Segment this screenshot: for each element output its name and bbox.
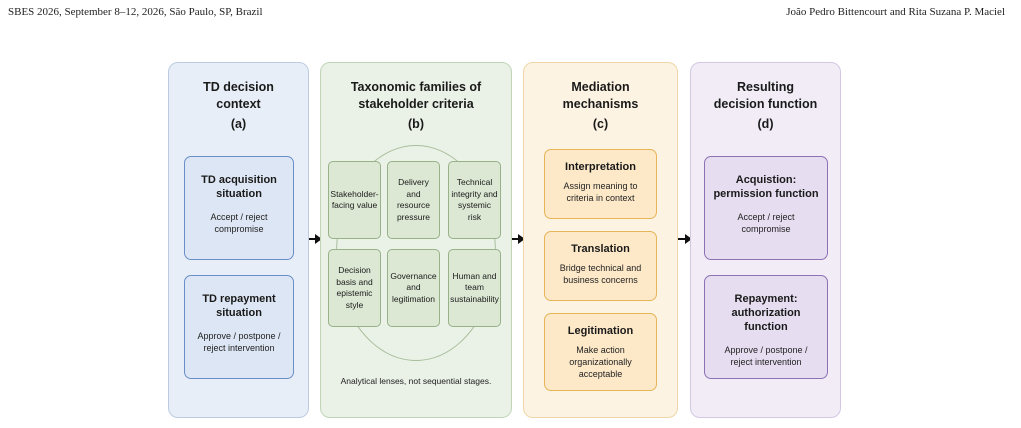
running-header-venue: SBES 2026, September 8–12, 2026, São Pau… bbox=[8, 6, 263, 18]
mechanism-legitimation: Legitimation Make action organizationally… bbox=[544, 313, 657, 391]
panel-a-tag: (a) bbox=[230, 117, 247, 131]
panel-a-title: TD decision context (a) bbox=[169, 79, 308, 133]
panel-a-title-line1: TD decision bbox=[203, 80, 274, 94]
family-stakeholder-facing-value: Stakeholder-facing value bbox=[328, 161, 381, 239]
box-title-line: Repayment: bbox=[734, 293, 798, 305]
panel-d-title: Resulting decision function (d) bbox=[691, 79, 840, 133]
box-acquisition-permission-function: Acquistion: permission function Accept / … bbox=[704, 156, 828, 260]
panel-d-title-line2: decision function bbox=[713, 97, 818, 111]
mechanism-title: Interpretation bbox=[565, 161, 636, 173]
family-label-line: risk bbox=[467, 211, 482, 222]
box-text-line: Approve / postpone / bbox=[724, 345, 808, 355]
flow-arrow-b-to-c bbox=[512, 234, 525, 244]
family-label-line: Delivery and bbox=[398, 177, 429, 199]
analytical-lenses-note: Analytical lenses, not sequential stages… bbox=[340, 376, 492, 386]
family-label-line: team bbox=[465, 282, 484, 293]
mechanism-text-line: Assign meaning to bbox=[563, 181, 638, 191]
box-text-line: Approve / postpone / bbox=[197, 331, 281, 341]
box-title-line: TD acquisition bbox=[201, 174, 277, 186]
family-label-line: and bbox=[406, 282, 421, 293]
mechanism-text-line: business concerns bbox=[563, 275, 638, 285]
mechanism-text-line: criteria in context bbox=[566, 193, 635, 203]
family-label-line: Decision bbox=[338, 265, 371, 275]
family-label-line: sustainability bbox=[450, 293, 499, 304]
box-text-line: reject intervention bbox=[203, 343, 275, 353]
mechanism-text-line: Bridge technical and bbox=[559, 263, 642, 273]
box-td-repayment-situation: TD repayment situation Approve / postpone… bbox=[184, 275, 294, 379]
box-text-line: compromise bbox=[214, 224, 264, 234]
box-title-line: situation bbox=[216, 188, 262, 200]
box-repayment-authorization-function: Repayment: authorization function Approve… bbox=[704, 275, 828, 379]
box-text-line: compromise bbox=[741, 224, 791, 234]
mechanism-translation: Translation Bridge technical and business… bbox=[544, 231, 657, 301]
family-label-line: systemic bbox=[457, 200, 492, 210]
mechanism-text-line: acceptable bbox=[578, 369, 623, 379]
panel-a-title-line2: context bbox=[216, 97, 261, 111]
family-label-line: legitimation bbox=[392, 293, 435, 304]
box-text-line: Accept / reject bbox=[737, 212, 795, 222]
box-text-line: Accept / reject bbox=[210, 212, 268, 222]
panel-b-tag: (b) bbox=[408, 117, 424, 131]
mechanism-title: Legitimation bbox=[567, 325, 634, 337]
panel-td-decision-context: TD decision context (a) TD acquisition si… bbox=[168, 62, 309, 418]
family-label-line: pressure bbox=[396, 211, 431, 222]
running-header-authors: João Pedro Bittencourt and Rita Suzana P… bbox=[786, 6, 1005, 18]
panel-b-title: Taxonomic families of stakeholder criter… bbox=[321, 79, 511, 133]
panel-b-title-line1: Taxonomic families of bbox=[350, 80, 482, 94]
panel-c-tag: (c) bbox=[592, 117, 609, 131]
flow-arrow-c-to-d bbox=[678, 234, 692, 244]
panel-d-tag: (d) bbox=[757, 117, 774, 131]
family-label-line: facing value bbox=[331, 200, 378, 210]
panel-b-title-line2: stakeholder criteria bbox=[358, 97, 474, 111]
box-title-line: TD repayment bbox=[202, 293, 276, 305]
family-label-line: epistemic bbox=[336, 288, 373, 298]
box-title-line: authorization function bbox=[731, 307, 801, 333]
box-title-line: permission function bbox=[713, 188, 819, 200]
family-label-line: Stakeholder- bbox=[330, 188, 379, 199]
family-label-line: basis and bbox=[336, 276, 373, 287]
mechanism-title: Translation bbox=[571, 243, 630, 255]
flow-arrow-a-to-b bbox=[309, 234, 322, 244]
mechanism-text-line: organizationally bbox=[569, 357, 632, 367]
panel-d-title-line1: Resulting bbox=[737, 80, 794, 94]
mechanism-interpretation: Interpretation Assign meaning to criteria… bbox=[544, 149, 657, 219]
family-label-line: integrity and bbox=[451, 188, 498, 199]
panel-mediation-mechanisms: Mediation mechanisms (c) Interpretation … bbox=[523, 62, 678, 418]
box-title-line: Acquistion: bbox=[735, 174, 797, 186]
mechanism-text-line: Make action bbox=[576, 345, 625, 355]
family-label-line: Human and bbox=[452, 270, 497, 281]
panel-c-title: Mediation mechanisms (c) bbox=[524, 79, 677, 133]
box-text-line: reject intervention bbox=[730, 357, 802, 367]
panel-taxonomic-families: Taxonomic families of stakeholder criter… bbox=[320, 62, 512, 418]
family-label-line: Technical bbox=[456, 177, 493, 187]
panel-resulting-decision-function: Resulting decision function (d) Acquisti… bbox=[690, 62, 841, 418]
family-label-line: resource bbox=[396, 200, 431, 210]
panel-c-title-line2: mechanisms bbox=[562, 97, 639, 111]
panel-c-title-line1: Mediation bbox=[571, 80, 630, 94]
box-td-acquisition-situation: TD acquisition situation Accept / reject c… bbox=[184, 156, 294, 260]
family-label-line: style bbox=[345, 299, 364, 310]
box-title-line: situation bbox=[216, 307, 262, 319]
family-label-line: Governance bbox=[390, 270, 437, 281]
